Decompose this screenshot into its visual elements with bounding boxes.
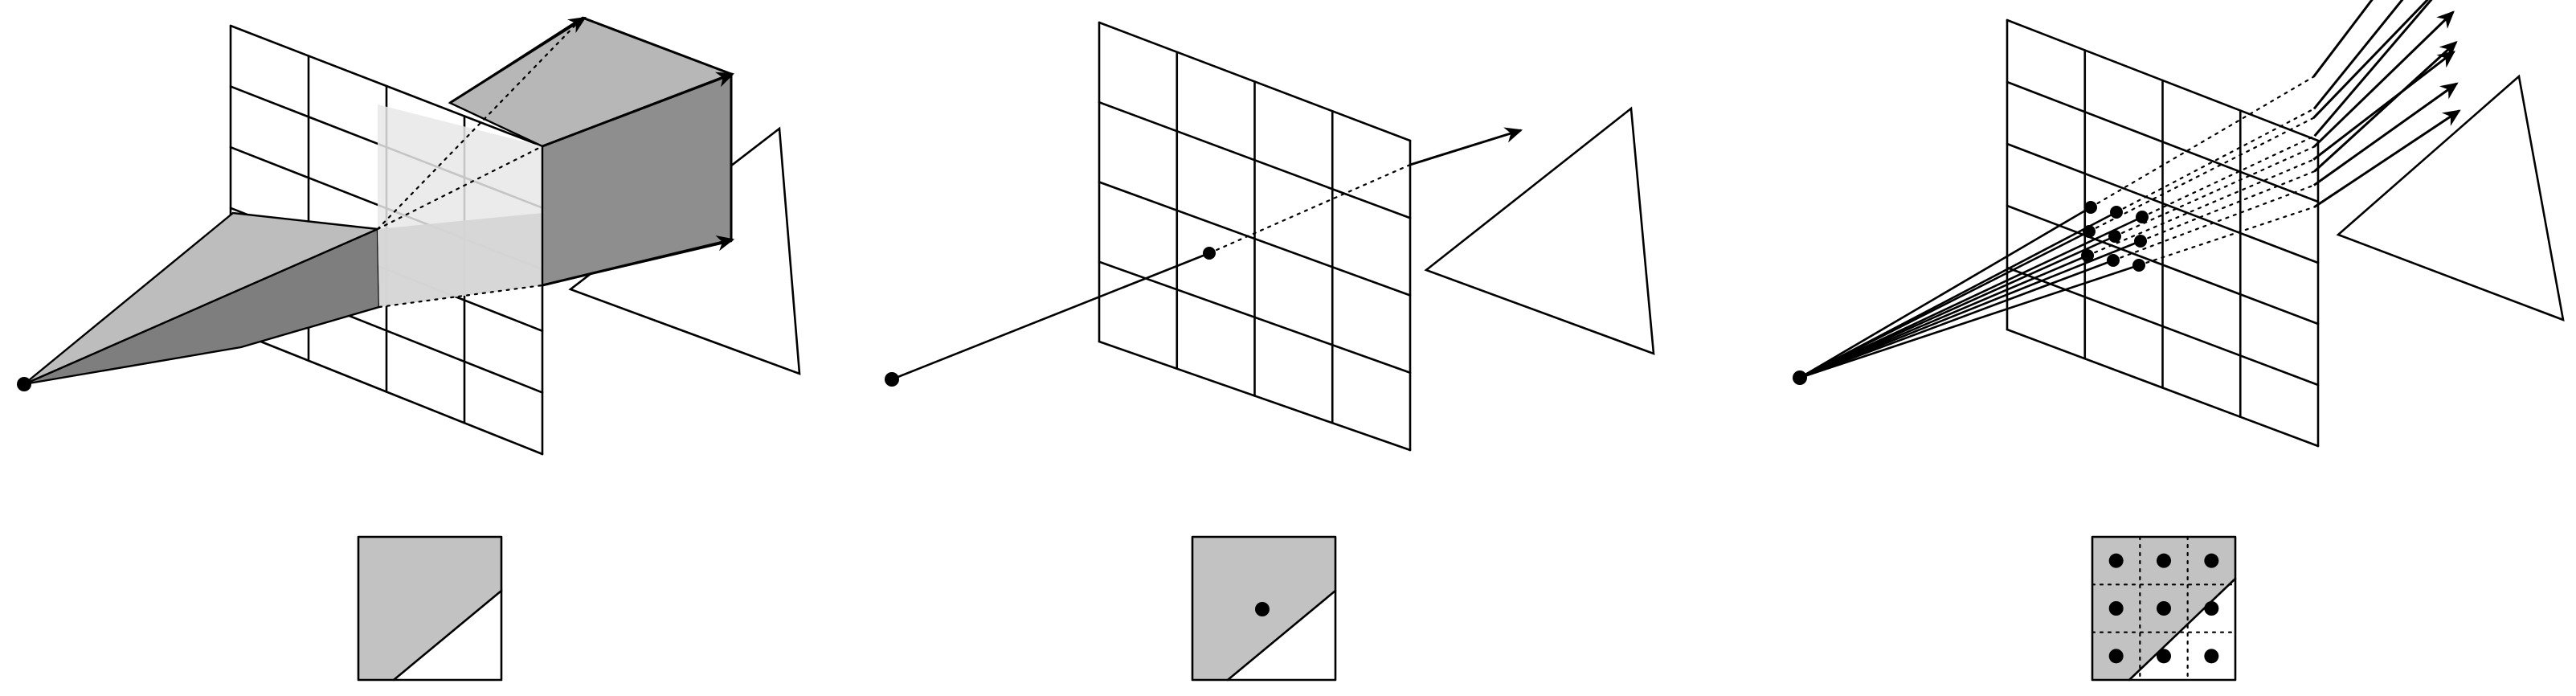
eye-point: [17, 377, 31, 391]
sample-ray: [1798, 264, 2141, 379]
image-plane-grid: [1098, 21, 1412, 452]
ray-arrow: [2312, 10, 2455, 148]
ray-arrow: [2313, 109, 2461, 208]
pixel-supersamples: [2091, 535, 2237, 682]
panel-area-sampling: [17, 16, 801, 682]
supersample-dot: [2108, 601, 2124, 616]
ray-arrow: [2312, 0, 2374, 78]
beam-edge-arrow: [542, 235, 735, 287]
eye-point: [1793, 371, 1807, 385]
sample-ray: [1798, 215, 2144, 379]
grid-line-horizontal: [1098, 260, 1412, 375]
image-plane-grid: [2006, 18, 2320, 448]
grid-line-horizontal: [229, 328, 544, 456]
sample-ray: [1798, 235, 2116, 379]
beam-plane-lower-face: [378, 213, 542, 307]
ray-through-plane: [2115, 108, 2316, 214]
supersample-dot: [2204, 601, 2219, 616]
sample-point: [2081, 249, 2094, 262]
beam-edge-arrow: [449, 16, 587, 104]
ray-arrow: [2312, 50, 2455, 161]
ray-arrow: [2313, 82, 2459, 186]
sample-point: [2108, 230, 2121, 243]
supersample-dot: [2204, 553, 2219, 568]
sample-point: [2110, 206, 2123, 219]
grid-line-horizontal: [229, 24, 544, 148]
supersample-dot: [2157, 649, 2171, 664]
sample-ray: [1798, 206, 2092, 379]
sample-ray: [1798, 259, 2115, 379]
sample-ray: [1798, 254, 2089, 379]
sample-point: [2132, 259, 2145, 272]
scene-triangle: [1424, 106, 1655, 355]
grid-line-horizontal: [1098, 340, 1412, 452]
ray-through-plane: [2087, 117, 2315, 233]
sample-point: [1203, 247, 1216, 260]
ray-through-plane: [2086, 158, 2315, 257]
pixel-beam-volume: [23, 16, 735, 386]
grid-line-horizontal: [2006, 18, 2320, 142]
eye-ray: [890, 252, 1211, 381]
grid-line-horizontal: [2006, 266, 2320, 387]
grid-line-horizontal: [1098, 181, 1412, 297]
ray-through-plane: [2141, 135, 2316, 219]
ray-arrow: [2312, 0, 2404, 110]
supersample-dot: [2157, 601, 2171, 616]
ray-arrow: [2312, 0, 2430, 119]
supersample-dot: [2108, 649, 2124, 664]
ray-through-plane: [2137, 206, 2316, 267]
ray-through-plane: [2112, 184, 2315, 262]
sample-point: [2107, 254, 2120, 267]
sample-dot: [1255, 602, 1270, 616]
supersample-rays: [1798, 0, 2461, 379]
ray-arrow: [2313, 0, 2433, 137]
panel-supersampling: [1793, 0, 2565, 682]
ray-arrow: [1409, 127, 1523, 166]
supersample-dot: [2204, 649, 2219, 664]
beam-face-upper: [23, 211, 382, 386]
grid-line-horizontal: [2006, 328, 2320, 448]
sample-point: [2083, 225, 2096, 238]
eye-point: [885, 372, 899, 387]
grid-line-horizontal: [2006, 80, 2320, 203]
sample-point: [2084, 201, 2097, 214]
beam-edge-arrow: [542, 72, 735, 148]
pixel-coverage-area: [357, 535, 503, 682]
grid-line-horizontal: [1098, 100, 1412, 219]
sample-point: [2134, 235, 2147, 248]
scene-triangle: [2336, 74, 2565, 322]
supersample-dot: [2157, 553, 2171, 568]
grid-line-horizontal: [2006, 142, 2320, 264]
sample-ray: [1798, 230, 2091, 379]
panel-point-sampling: [885, 21, 1655, 682]
grid-line-horizontal: [1098, 21, 1412, 142]
ray-arrow: [2313, 40, 2458, 173]
pixel-point-sample: [1191, 535, 1337, 682]
sample-ray: [1798, 240, 2142, 379]
sample-point: [2136, 211, 2149, 223]
ray-through-plane: [2089, 76, 2315, 209]
supersample-dot: [2108, 553, 2124, 568]
